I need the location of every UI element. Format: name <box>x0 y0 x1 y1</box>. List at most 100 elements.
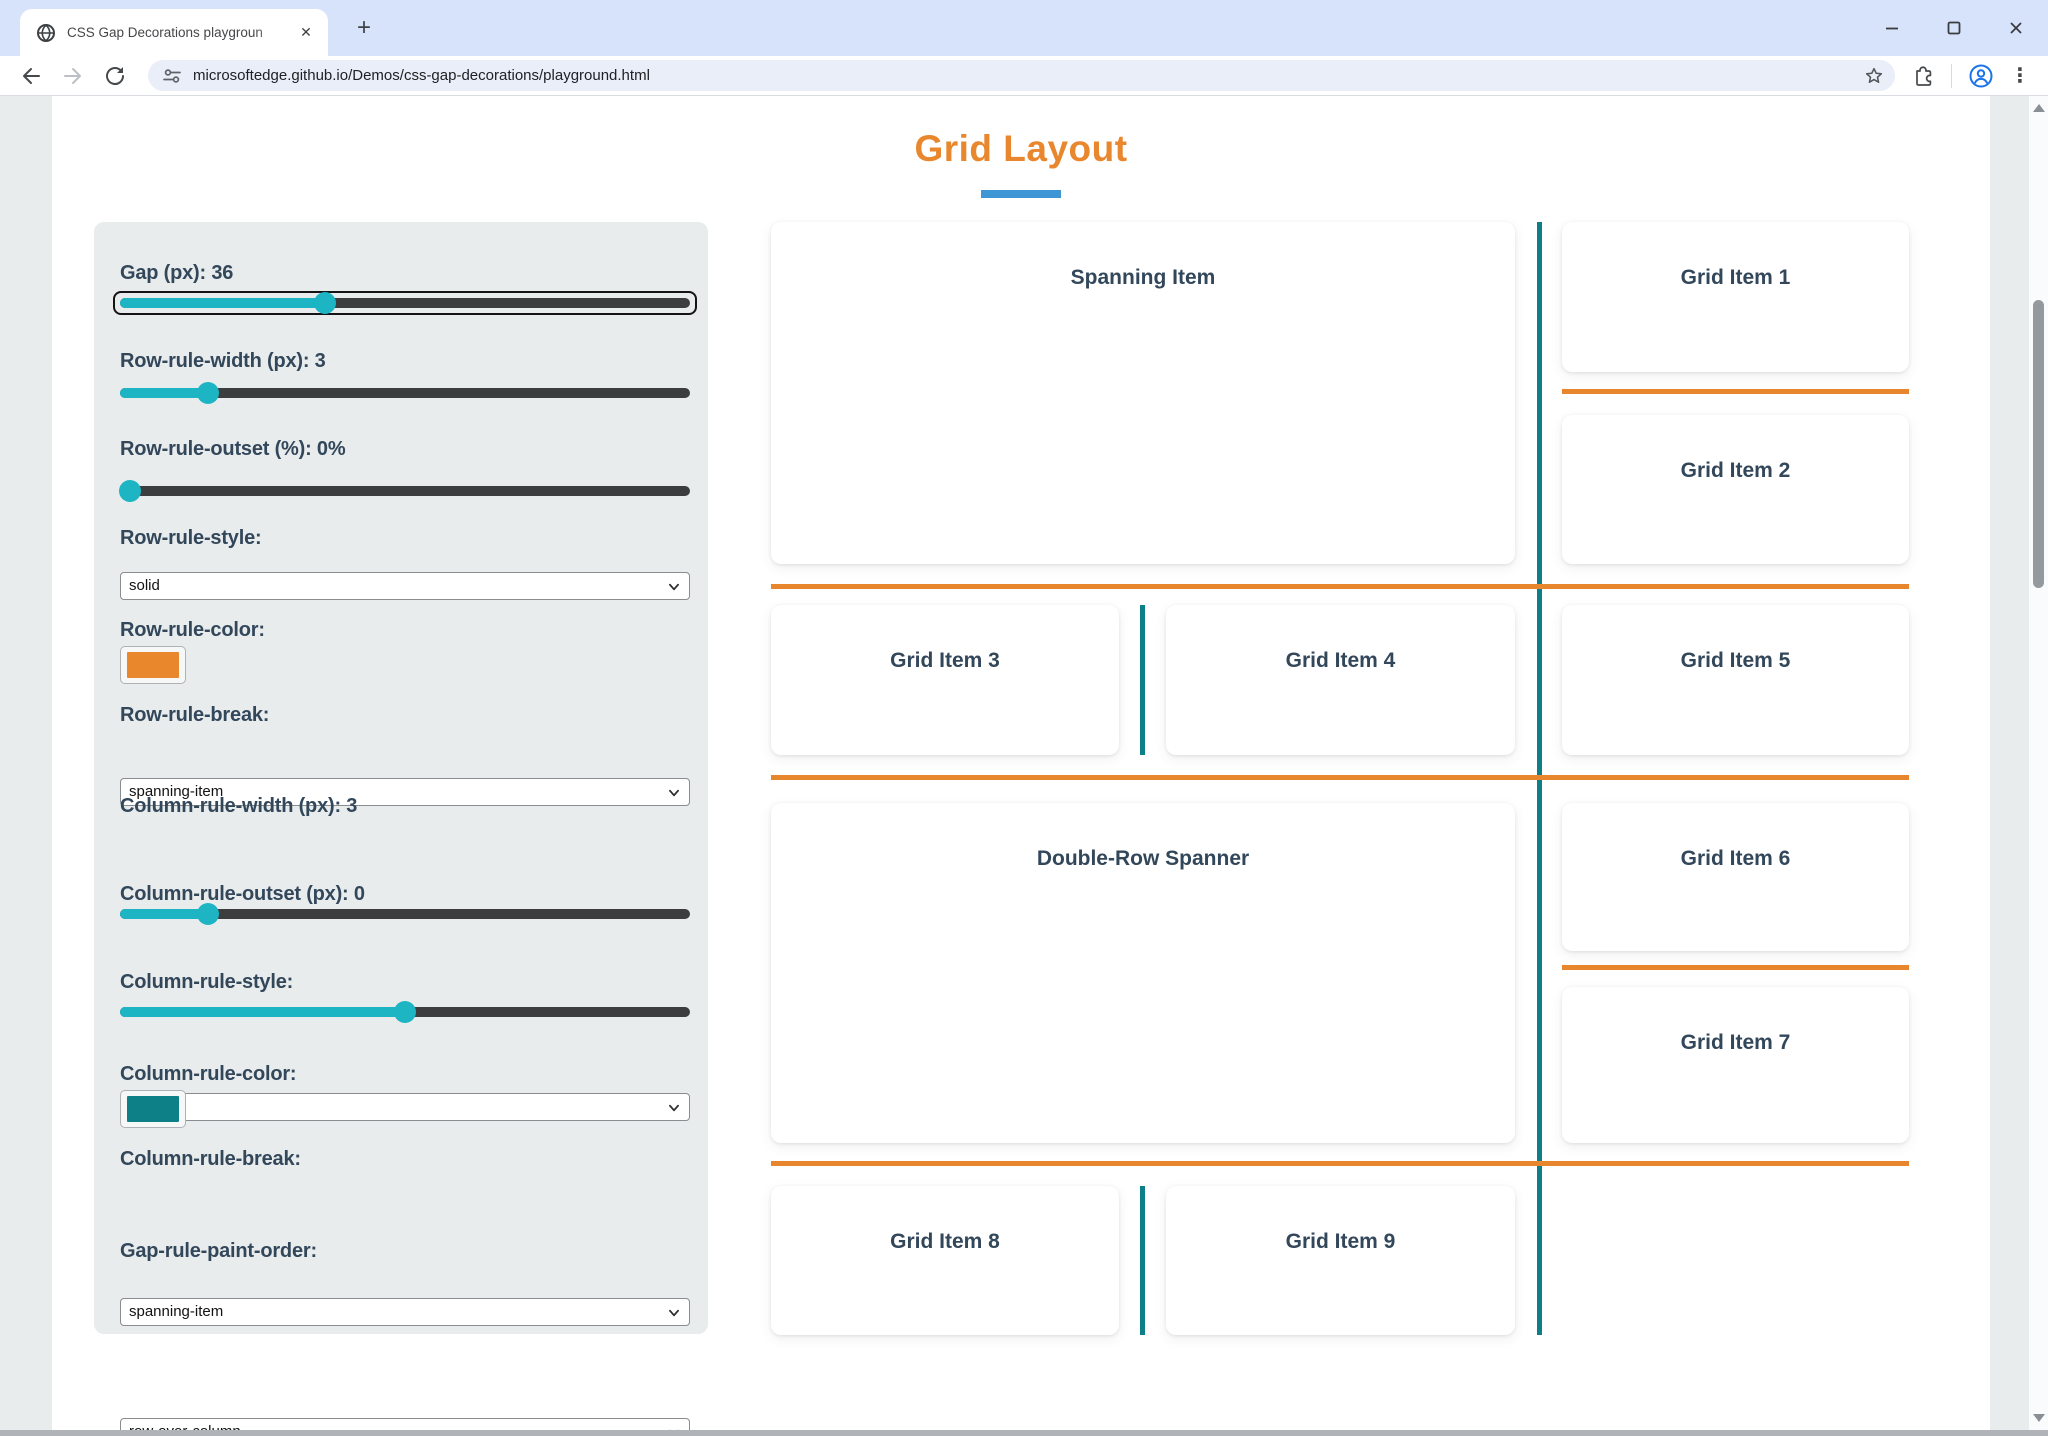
row-rule-width-control: Row-rule-width (px): 3 <box>120 350 690 373</box>
grid-card-double-row-spanner: Double-Row Spanner <box>771 803 1515 1143</box>
browser-toolbar: microsoftedge.github.io/Demos/css-gap-de… <box>0 56 2048 96</box>
row-rule-color-label: Row-rule-color: <box>120 619 265 641</box>
row-rule-line <box>771 1161 1909 1166</box>
window-bottom-edge <box>0 1430 2048 1436</box>
column-rule-color-picker[interactable] <box>120 1090 186 1128</box>
column-rule-width-slider-thumb[interactable] <box>197 903 220 925</box>
row-rule-break-control: Row-rule-break: <box>120 704 690 727</box>
column-rule-outset-label: Column-rule-outset (px): 0 <box>120 883 365 905</box>
grid-card-label: Grid Item 4 <box>1285 649 1396 672</box>
tab-title: CSS Gap Decorations playgroun <box>67 25 263 40</box>
page-gutter <box>1990 96 2029 1430</box>
column-rule-break-select[interactable]: spanning-item <box>120 1298 690 1326</box>
column-rule-break-value: spanning-item <box>129 1303 224 1320</box>
window-controls <box>1876 12 2032 44</box>
grid-card-label: Spanning Item <box>1070 266 1216 289</box>
maximize-button[interactable] <box>1938 12 1970 44</box>
grid-card-label: Grid Item 8 <box>890 1230 1000 1253</box>
column-rule-color-label: Column-rule-color: <box>120 1063 297 1085</box>
column-rule-outset-slider[interactable] <box>120 1001 690 1023</box>
gap-rule-paint-order-control: Gap-rule-paint-order: <box>120 1240 690 1263</box>
tab-close-icon[interactable]: ✕ <box>300 24 312 40</box>
grid-card-label: Double-Row Spanner <box>1036 847 1250 870</box>
forward-button[interactable] <box>56 59 90 93</box>
column-rule-outset-slider-thumb[interactable] <box>394 1001 416 1023</box>
row-rule-color-control: Row-rule-color: <box>120 619 690 642</box>
url-text: microsoftedge.github.io/Demos/css-gap-de… <box>193 67 650 84</box>
gap-control: Gap (px): 36 <box>120 262 690 285</box>
column-rule-style-label: Column-rule-style: <box>120 971 294 993</box>
grid-card-9: Grid Item 9 <box>1166 1186 1515 1335</box>
browser-tab-strip: CSS Gap Decorations playgroun ✕ + <box>0 0 2048 56</box>
extensions-icon[interactable] <box>1911 64 1935 88</box>
column-rule-width-slider[interactable] <box>120 903 690 925</box>
toolbar-right: ⋮ <box>1911 63 2030 89</box>
column-rule-outset-control: Column-rule-outset (px): 0 <box>120 883 690 906</box>
page-content: Grid Layout Gap (px): 36 Row-rule-width … <box>0 96 2048 1436</box>
scrollbar[interactable] <box>2029 96 2048 1430</box>
grid-card-5: Grid Item 5 <box>1562 605 1909 755</box>
row-rule-outset-label: Row-rule-outset (%): 0% <box>120 438 346 460</box>
toolbar-separator <box>1951 63 1952 88</box>
gap-slider[interactable] <box>113 291 697 315</box>
grid-card-label: Grid Item 2 <box>1680 459 1791 482</box>
grid-card-7: Grid Item 7 <box>1562 987 1909 1143</box>
grid-card-label: Grid Item 1 <box>1680 266 1791 289</box>
profile-avatar-icon[interactable] <box>1968 63 1994 89</box>
column-rule-style-select[interactable]: solid <box>120 1093 690 1121</box>
address-bar[interactable]: microsoftedge.github.io/Demos/css-gap-de… <box>148 60 1895 91</box>
row-rule-width-label: Row-rule-width (px): 3 <box>120 350 326 372</box>
favicon-globe-icon <box>36 23 56 43</box>
column-rule-break-control: Column-rule-break: <box>120 1148 690 1171</box>
close-window-button[interactable] <box>2000 12 2032 44</box>
chevron-down-icon <box>669 789 679 797</box>
row-rule-color-swatch <box>127 652 179 678</box>
row-rule-outset-slider-thumb[interactable] <box>119 480 142 502</box>
new-tab-button[interactable]: + <box>356 14 371 41</box>
row-rule-width-slider[interactable] <box>120 382 690 404</box>
menu-dots-icon[interactable]: ⋮ <box>2010 65 2030 87</box>
grid-card-1: Grid Item 1 <box>1562 222 1909 372</box>
controls-panel: Gap (px): 36 Row-rule-width (px): 3 Row-… <box>94 222 708 1436</box>
gap-rule-paint-order-label: Gap-rule-paint-order: <box>120 1240 317 1262</box>
row-rule-line <box>1562 965 1909 970</box>
reload-button[interactable] <box>98 59 132 93</box>
scrollbar-thumb[interactable] <box>2033 300 2044 588</box>
back-button[interactable] <box>14 59 48 93</box>
row-rule-break-label: Row-rule-break: <box>120 704 270 726</box>
row-rule-line <box>771 775 1909 780</box>
grid-card-6: Grid Item 6 <box>1562 803 1909 951</box>
row-rule-color-picker[interactable] <box>120 646 186 684</box>
row-rule-outset-control: Row-rule-outset (%): 0% <box>120 438 690 461</box>
chevron-down-icon <box>669 1104 679 1112</box>
browser-tab[interactable]: CSS Gap Decorations playgroun ✕ <box>20 9 328 56</box>
grid-card-label: Grid Item 5 <box>1680 649 1791 672</box>
column-rule-width-label: Column-rule-width (px): 3 <box>120 795 358 817</box>
row-rule-style-value: solid <box>129 577 160 594</box>
grid-card-label: Grid Item 7 <box>1680 1031 1791 1054</box>
site-info-icon[interactable] <box>161 65 183 87</box>
row-rule-outset-slider[interactable] <box>119 480 690 502</box>
column-rule-line <box>1140 605 1145 755</box>
column-rule-style-control: Column-rule-style: <box>120 971 690 994</box>
row-rule-style-label: Row-rule-style: <box>120 527 262 549</box>
row-rule-width-slider-thumb[interactable] <box>197 382 220 404</box>
grid-card-2: Grid Item 2 <box>1562 415 1909 564</box>
gap-slider-track[interactable] <box>120 292 690 314</box>
grid-card-4: Grid Item 4 <box>1166 605 1515 755</box>
row-rule-style-control: Row-rule-style: <box>120 527 690 550</box>
row-rule-style-select[interactable]: solid <box>120 572 690 600</box>
gap-slider-thumb[interactable] <box>314 292 337 314</box>
grid-card-8: Grid Item 8 <box>771 1186 1119 1335</box>
scroll-down-arrow-icon[interactable] <box>2033 1414 2045 1422</box>
scroll-up-arrow-icon[interactable] <box>2033 104 2045 112</box>
minimize-button[interactable] <box>1876 12 1908 44</box>
bookmark-star-icon[interactable] <box>1863 65 1885 87</box>
grid-card-label: Grid Item 6 <box>1680 847 1791 870</box>
column-rule-line <box>1140 1186 1145 1335</box>
row-rule-line <box>771 584 1909 589</box>
gap-slider-label: Gap (px): 36 <box>120 262 234 284</box>
grid-card-label: Grid Item 3 <box>890 649 1000 672</box>
row-rule-break-select[interactable]: spanning-item <box>120 778 690 806</box>
